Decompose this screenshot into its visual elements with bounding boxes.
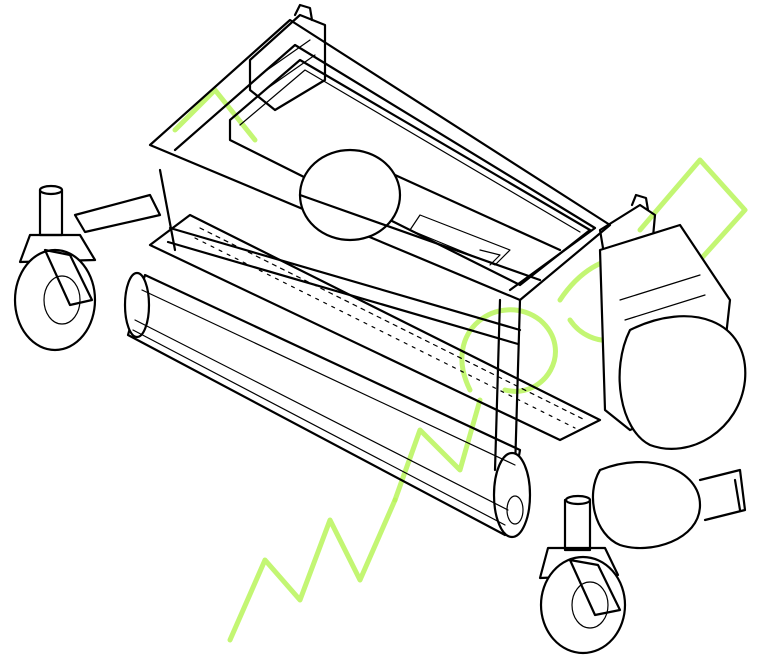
pickup-tines (148, 213, 602, 442)
left-caster-wheel (13, 184, 162, 352)
right-drive-cover (591, 223, 747, 550)
support-leg (733, 478, 742, 512)
upper-frame (148, 18, 612, 472)
auger-drum (298, 148, 562, 282)
front-roller (123, 271, 532, 539)
watermark (172, 87, 748, 643)
right-caster-wheel (538, 494, 627, 655)
